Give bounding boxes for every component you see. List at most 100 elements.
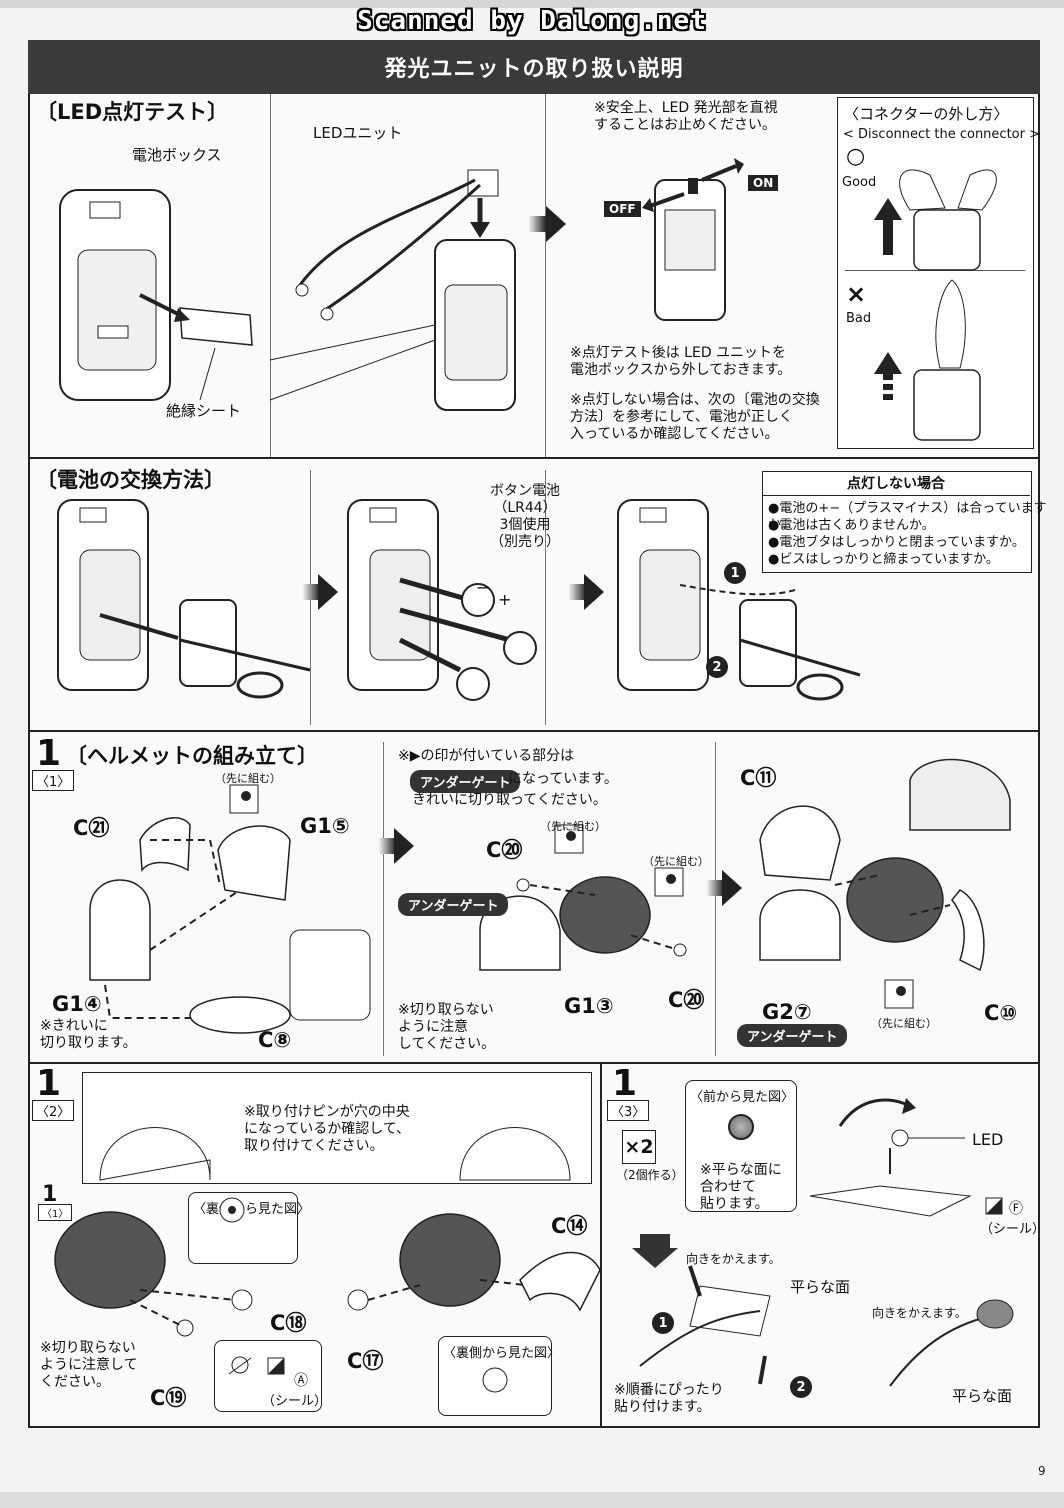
ref-step-number: 1 [42, 1182, 58, 1207]
note-no-cut-2: ※切り取らない ように注意して ください。 [40, 1340, 138, 1390]
sub-divider [715, 742, 716, 1056]
times-two-badge: ×2 [622, 1130, 656, 1164]
sub-divider [545, 470, 546, 725]
label-assemble-first-4: （先に組む） [871, 1017, 937, 1030]
label-turn-2: 向きをかえます。 [872, 1306, 967, 1320]
row-divider-3 [28, 1062, 1040, 1064]
label-battery-box: 電池ボックス [132, 146, 222, 164]
section-title-helmet: 〔ヘルメットの組み立て〕 [66, 744, 318, 768]
under-gate-badge-2: アンダーゲート [398, 893, 509, 916]
flow-arrow [302, 584, 320, 600]
gate-note-c: きれいに切り取ってください。 [412, 792, 607, 808]
note-order: ※順番にぴったり 貼り付けます。 [614, 1382, 724, 1415]
bottom-edge [0, 1492, 1064, 1508]
section-title-battery: 〔電池の交換方法〕 [36, 468, 225, 492]
page-title: 発光ユニットの取り扱い説明 [28, 40, 1040, 94]
back-view-box-1 [188, 1192, 298, 1264]
order-step-1b: 1 [652, 1312, 674, 1334]
sub-step-label-2: 〈2〉 [32, 1100, 75, 1121]
note-flat-align: ※平らな面に 合わせて 貼ります。 [700, 1162, 782, 1212]
part-c14: C⑭ [551, 1214, 588, 1238]
flow-arrow [706, 880, 724, 896]
flow-arrow [722, 870, 742, 906]
step-number: 1 [36, 733, 62, 774]
label-make-two: （2個作る） [616, 1168, 684, 1182]
label-front-view: 〈前から見た図〉 [690, 1090, 795, 1105]
part-g15: G1⑤ [300, 814, 350, 838]
label-back-view-2: 〈裏側から見た図〉 [443, 1346, 561, 1361]
part-g27: G2⑦ [762, 1000, 812, 1024]
note-pin: ※取り付けピンが穴の中央 になっているか確認して、 取り付けてください。 [244, 1104, 411, 1154]
section-title-led-test: 〔LED点灯テスト〕 [36, 100, 229, 124]
label-button-cell: ボタン電池 （LR44） 3個使用 （別売り） [490, 483, 560, 550]
step-number-2: 1 [36, 1063, 62, 1104]
note-no-cut: ※切り取らない ように注意 してください。 [398, 1002, 496, 1052]
flow-arrow [584, 574, 604, 610]
top-edge [0, 0, 1064, 8]
helmet-assembly-illustration [89, 758, 1011, 1034]
trouble-item-4: ●ビスはしっかりと締まっていますか。 [768, 552, 999, 567]
part-c18: C⑱ [270, 1311, 307, 1335]
ref-sub-step: 〈1〉 [38, 1204, 73, 1221]
part-c11: C⑪ [740, 766, 777, 790]
label-good: Good [842, 175, 877, 190]
trouble-title: 点灯しない場合 [762, 471, 1030, 496]
flow-arrow [394, 828, 414, 864]
label-led-unit: LEDユニット [313, 124, 403, 142]
connector-title: 〈コネクターの外し方〉 [844, 105, 1009, 123]
sub-step-label: 〈1〉 [32, 770, 75, 791]
label-sticker-a: （シール） [262, 1394, 328, 1409]
trouble-box [762, 471, 1032, 573]
gate-note-a: ※▶の印が付いている部分は [398, 748, 575, 764]
label-off: OFF [604, 201, 641, 217]
part-c17: C⑰ [347, 1349, 384, 1373]
label-assemble-first-1: （先に組む） [215, 772, 281, 785]
gate-note-b: になっています。 [508, 771, 618, 787]
order-step-2: 2 [706, 656, 728, 678]
order-step-2b: 2 [790, 1376, 812, 1398]
sub-divider [383, 742, 384, 1056]
led-front-icon [728, 1114, 754, 1140]
good-mark-icon: ○ [846, 144, 866, 169]
label-flat-face-1: 平らな面 [790, 1278, 851, 1296]
trouble-item-3: ●電池ブタはしっかりと閉まっていますか。 [768, 535, 1025, 550]
flow-arrow [528, 216, 546, 232]
label-insulation-sheet: 絶縁シート [166, 402, 242, 420]
trouble-item-2: ●電池は古くありませんか。 [768, 518, 935, 533]
sticker-letter-f: Ⓕ [1009, 1201, 1023, 1217]
led-test-illustration [59, 169, 516, 411]
sticker-box [214, 1340, 322, 1412]
part-g13: G1③ [564, 994, 614, 1018]
part-c21: C㉑ [73, 816, 110, 840]
switch-illustration [642, 158, 744, 321]
note-after-test: ※点灯テスト後は LED ユニットを 電池ボックスから外しておきます。 [570, 345, 792, 378]
row-divider-2 [28, 730, 1040, 732]
part-c20-bottom: C⑳ [668, 988, 705, 1012]
label-turn-1: 向きをかえます。 [686, 1252, 781, 1266]
label-sticker-f: （シール） [980, 1222, 1046, 1237]
sub-divider [270, 94, 271, 457]
under-gate-badge: アンダーゲート [410, 770, 521, 793]
step-number-3: 1 [612, 1063, 638, 1104]
part-c10: C⑩ [984, 1001, 1018, 1025]
sticker-letter-a: Ⓐ [294, 1373, 308, 1389]
col-divider-bottom [600, 1062, 602, 1428]
order-step-1: 1 [724, 562, 746, 584]
note-no-light: ※点灯しない場合は、次の〔電池の交換 方法〕を参考にして、電池が正しく 入ってい… [570, 392, 820, 442]
page-number: 9 [1038, 1464, 1046, 1478]
flow-arrow [318, 574, 338, 610]
part-g14: G1④ [52, 992, 102, 1016]
note-safety: ※安全上、LED 発光部を直視 することはお止めください。 [594, 100, 778, 133]
label-led: LED [972, 1130, 1004, 1149]
flow-arrow [378, 838, 396, 854]
bad-mark-icon: × [846, 280, 867, 308]
label-flat-face-2: 平らな面 [952, 1387, 1013, 1405]
under-gate-badge-3: アンダーゲート [737, 1024, 848, 1047]
trouble-item-1: ●電池の+−（プラスマイナス）は合っていますか。 [768, 501, 1047, 533]
watermark: Scanned by Dalong.net [357, 6, 707, 36]
pin-attach-illustration [54, 1127, 601, 1393]
part-c8: C⑧ [258, 1028, 292, 1052]
label-assemble-first-2: （先に組む） [540, 820, 606, 833]
row-divider-1 [28, 457, 1040, 459]
front-view-box [685, 1080, 797, 1212]
